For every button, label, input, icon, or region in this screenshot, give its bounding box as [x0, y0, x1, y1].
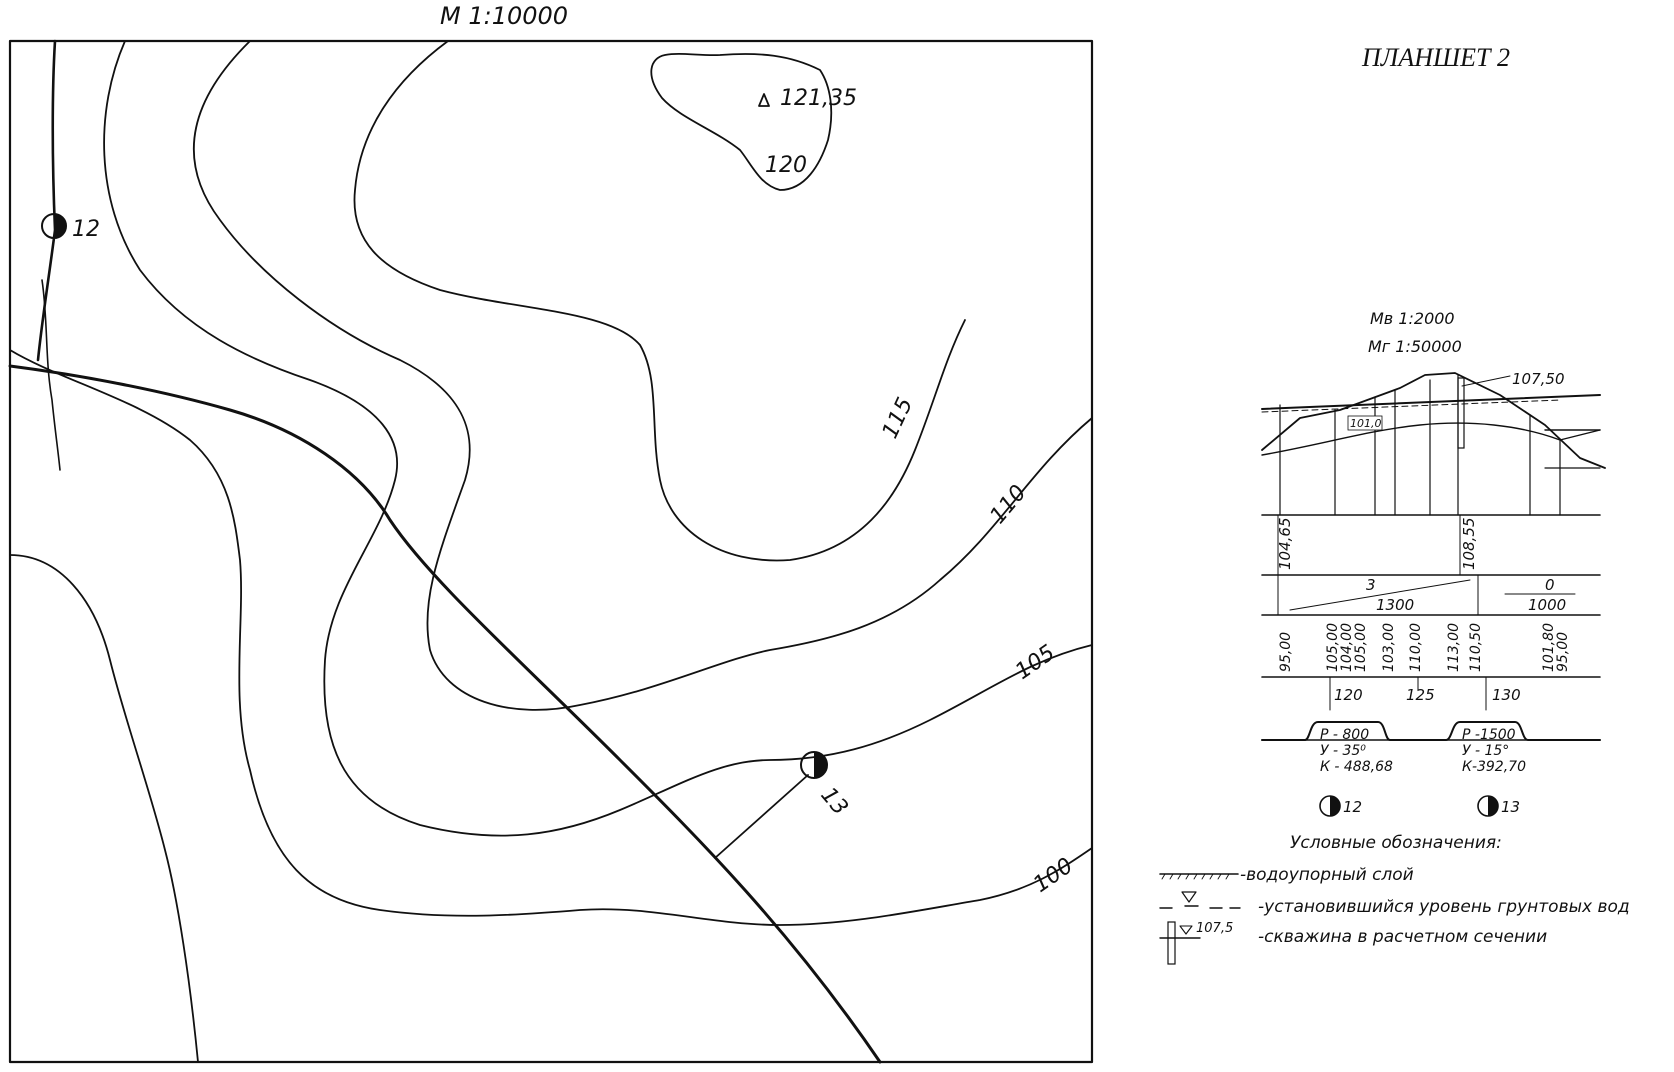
- well-12-label: 12: [72, 217, 100, 242]
- section-line-left: [36, 39, 57, 362]
- ground-marks: 95,00 105,00 104,00 105,00 103,00 110,00…: [1278, 623, 1571, 672]
- profile-design-line: [1261, 394, 1601, 410]
- contour-115: [353, 40, 966, 562]
- map-scale-label: М 1:10000: [440, 2, 568, 30]
- contour-label-105: 105: [1011, 640, 1060, 685]
- legend-item-well: -скважина в расчетном сечении: [1258, 927, 1547, 947]
- well-13: 13: [714, 751, 853, 859]
- profile-table-lines: [1261, 514, 1601, 741]
- curve-1-radius: Р - 800: [1320, 727, 1369, 743]
- spot-height-label: 121,35: [780, 86, 857, 111]
- ground-mark: 105,00: [1325, 623, 1341, 672]
- profile-groundwater-line: [1261, 399, 1561, 413]
- legend-well-mark: 107,5: [1196, 921, 1233, 936]
- profile-ground-line: [1261, 372, 1606, 469]
- well-icon: [1159, 921, 1201, 965]
- curve-1-length: К - 488,68: [1320, 759, 1393, 775]
- curve-2-angle: У - 15°: [1462, 743, 1509, 759]
- contour-105: [103, 40, 1093, 837]
- profile-point-label: 101,0: [1350, 417, 1382, 430]
- map-frame: [8, 39, 1094, 1064]
- picket-120: 120: [1334, 686, 1363, 704]
- legend-item-groundwater: -установившийся уровень грунтовых вод: [1258, 897, 1630, 917]
- profile-groundwater-mark: 107,50: [1512, 370, 1565, 388]
- slope-1-value: 3: [1366, 576, 1376, 594]
- slope-2-value: 0: [1545, 576, 1555, 594]
- picket-130: 130: [1492, 686, 1521, 704]
- ground-mark: 113,00: [1446, 623, 1462, 672]
- contour-95: [9, 554, 199, 1063]
- ground-mark: 110,00: [1408, 623, 1424, 672]
- ground-mark: 105,00: [1353, 623, 1369, 672]
- profile-aquiclude-line: [1261, 422, 1601, 456]
- picket-125: 125: [1406, 686, 1435, 704]
- ground-mark: 101,80: [1541, 623, 1557, 672]
- legend-title: Условные обозначения:: [1290, 833, 1502, 853]
- groundwater-level-icon: [1159, 891, 1241, 909]
- spot-height: 121,35: [758, 86, 857, 111]
- curve-2-radius: Р -1500: [1462, 727, 1516, 743]
- contour-lines: [9, 40, 1093, 1063]
- section-line-left-2: [41, 279, 61, 471]
- ground-mark: 110,50: [1468, 623, 1484, 672]
- profile-well-12-label: 12: [1343, 798, 1362, 816]
- profile-stations: [1279, 374, 1561, 516]
- profile-section: Мв 1:2000 Мг 1:50000 107,50 101,0: [1261, 309, 1606, 817]
- plan-curves-line: [1261, 721, 1601, 741]
- contour-label-120: 120: [765, 153, 807, 178]
- slope-1-length: 1300: [1376, 596, 1414, 614]
- road-line: [8, 364, 882, 1064]
- contour-label-115: 115: [878, 394, 918, 443]
- ground-mark: 103,00: [1381, 623, 1397, 672]
- profile-horizontal-scale: Мг 1:50000: [1368, 337, 1462, 356]
- contour-120: [650, 52, 833, 191]
- curve-1-angle: У - 35⁰: [1320, 743, 1366, 759]
- ground-mark: 95,00: [1555, 632, 1571, 672]
- profile-design-mark-1: 104,65: [1276, 518, 1294, 571]
- legend-item-aquiclude: -водоупорный слой: [1240, 865, 1414, 885]
- ground-mark: 104,00: [1339, 623, 1355, 672]
- slope-2-length: 1000: [1528, 596, 1566, 614]
- contour-label-100: 100: [1029, 853, 1078, 898]
- curve-2-length: К-392,70: [1462, 759, 1526, 775]
- contour-100: [9, 349, 1093, 926]
- profile-well-icon: [1457, 377, 1465, 449]
- legend: Условные обозначения: -водоупорный слой …: [1159, 833, 1630, 965]
- well-12: 12: [41, 213, 100, 242]
- contour-110: [192, 40, 1093, 711]
- triangulation-point-icon: [758, 93, 770, 107]
- sheet-title: ПЛАНШЕТ 2: [1361, 43, 1510, 72]
- profile-vertical-scale: Мв 1:2000: [1370, 309, 1455, 328]
- ground-mark: 95,00: [1278, 632, 1294, 672]
- profile-well-13-label: 13: [1501, 798, 1520, 816]
- profile-design-mark-2: 108,55: [1460, 518, 1478, 571]
- well-13-label: 13: [815, 783, 852, 821]
